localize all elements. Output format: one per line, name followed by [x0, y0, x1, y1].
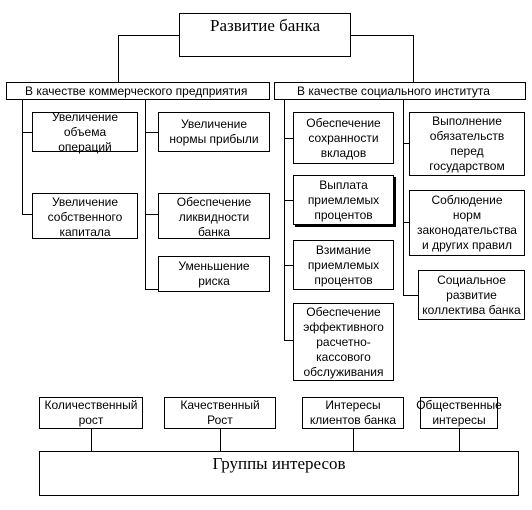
- connector-line: [403, 222, 409, 223]
- connector-line: [284, 138, 293, 139]
- item-liquidity: Обеспечение ликвидности банка: [158, 193, 270, 239]
- connector-line: [145, 100, 146, 290]
- connector-line: [91, 429, 92, 451]
- group-quantitative-growth: Количественный рост: [39, 397, 143, 429]
- item-increase-capital: Увеличение собственного капитала: [32, 193, 138, 239]
- connector-line: [413, 35, 414, 82]
- connector-line: [22, 100, 23, 215]
- group-public-interests: Общественные интересы: [416, 397, 502, 429]
- connector-line: [220, 429, 221, 451]
- connector-line: [353, 429, 354, 451]
- connector-line: [459, 429, 460, 451]
- item-state-obligations: Выполнение обязательств перед государств…: [409, 112, 525, 176]
- connector-line: [22, 214, 32, 215]
- branch-commercial: В качестве коммерческого предприятия: [6, 82, 270, 100]
- group-qualitative-growth: Качественный Рост: [164, 397, 276, 429]
- connector-line: [403, 100, 404, 296]
- item-increase-operations: Увеличение объема операций: [32, 110, 138, 154]
- connector-line: [145, 214, 158, 215]
- item-reduce-risk: Уменьшение риска: [158, 256, 270, 292]
- connector-line: [145, 289, 158, 290]
- branch-social: В качестве социального института: [274, 82, 526, 100]
- connector-line: [351, 35, 413, 36]
- connector-line: [118, 35, 179, 36]
- connector-line: [284, 340, 293, 341]
- connector-line: [403, 143, 409, 144]
- connector-line: [22, 132, 32, 133]
- connector-line: [284, 265, 293, 266]
- diagram-title: Развитие банка: [179, 13, 351, 57]
- item-efficient-service: Обеспечение эффективного расчетно- кассо…: [293, 303, 394, 381]
- interest-groups-footer: Группы интересов: [39, 451, 519, 496]
- item-team-development: Социальное развитие коллектива банка: [418, 270, 525, 320]
- connector-line: [403, 295, 418, 296]
- item-charge-interest: Взимание приемлемых процентов: [293, 240, 394, 290]
- item-pay-interest: Выплата приемлемых процентов: [293, 175, 394, 225]
- connector-line: [118, 35, 119, 82]
- item-deposit-safety: Обеспечение сохранности вкладов: [293, 112, 394, 164]
- group-client-interests: Интересы клиентов банка: [302, 397, 404, 429]
- connector-line: [284, 200, 293, 201]
- item-increase-profit: Увеличение нормы прибыли: [158, 112, 270, 152]
- connector-line: [284, 100, 285, 340]
- item-legal-compliance: Соблюдение норм законодательства и други…: [409, 190, 525, 256]
- connector-line: [145, 132, 158, 133]
